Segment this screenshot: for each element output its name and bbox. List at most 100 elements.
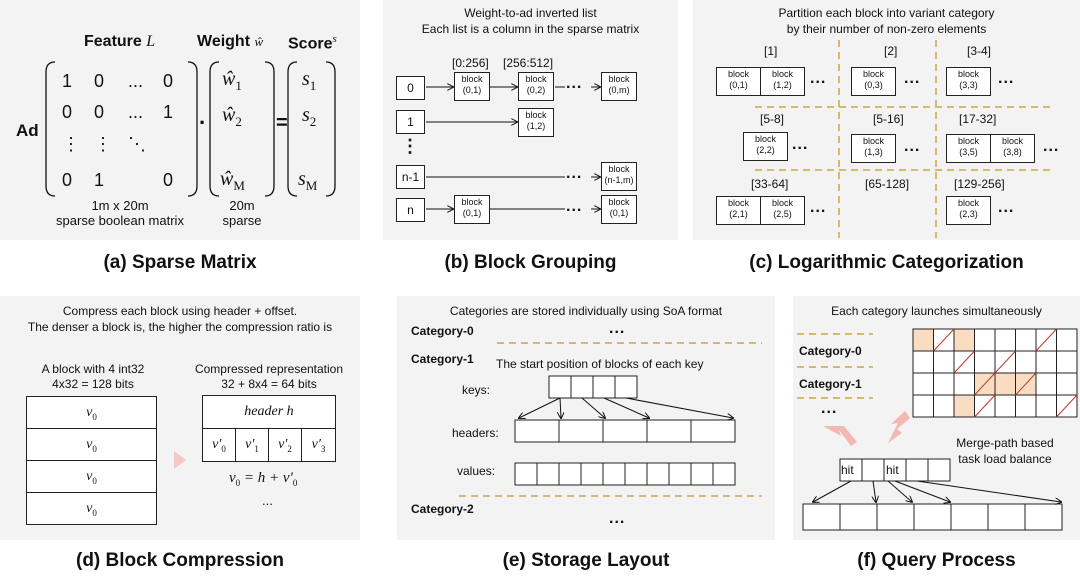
caption-storage-layout: (e) Storage Layout: [502, 550, 670, 571]
offset-cell: v′2: [268, 428, 302, 462]
block: block(0,1): [601, 195, 637, 224]
block: block(3,5): [946, 134, 991, 163]
ellipsis: ...: [566, 75, 583, 92]
hit-marker: hit: [841, 463, 854, 477]
list-row-n: n: [396, 198, 425, 222]
grid-cell: [1035, 350, 1057, 374]
category-1-label: Category-1: [411, 352, 474, 366]
grid-cell: [953, 328, 975, 352]
grid-cell: [1015, 350, 1037, 374]
range-label: [256:512]: [503, 56, 554, 70]
block: block(2,3): [946, 196, 991, 225]
block: block(1,2): [760, 67, 805, 96]
weight-header: Weight ŵ: [197, 33, 264, 50]
list-row-1: 1: [396, 110, 425, 134]
grid-cell: [994, 372, 1016, 396]
grid-cell: [1015, 394, 1037, 418]
ellipsis: ...: [609, 510, 626, 527]
panel-logarithmic-categorization: Partition each block into variant catego…: [693, 0, 1080, 240]
query-diagram: [797, 328, 1078, 531]
ellipsis: ...: [810, 70, 827, 87]
ellipsis: ...: [792, 136, 809, 153]
ellipsis: ...: [1043, 138, 1060, 155]
grid-cell: [1056, 328, 1078, 352]
block: block(0,2): [518, 72, 554, 101]
weight-entry: ŵM: [220, 168, 245, 193]
block: block(0,3): [851, 67, 896, 96]
block: block(0,1): [454, 195, 490, 224]
raw-value-cell: v0: [26, 428, 157, 461]
categorization-title: Partition each block into variant catego…: [778, 6, 995, 36]
grid-cell: [974, 350, 996, 374]
range-label: [0:256]: [452, 56, 489, 70]
panel-storage-layout: Categories are stored individually using…: [397, 296, 775, 540]
offset-cell: v′0: [202, 428, 236, 462]
score-entry: s1: [302, 68, 317, 93]
ellipsis: ...: [609, 320, 626, 337]
grid-cell: [1015, 328, 1037, 352]
launch-arrow-left: [823, 426, 857, 446]
caption-block-grouping: (b) Block Grouping: [444, 252, 617, 273]
grid-cell: [912, 328, 934, 352]
headers-label: headers:: [452, 426, 499, 440]
block: block(0,1): [454, 72, 490, 101]
grouping-arrows: [426, 0, 678, 240]
start-position-note: The start position of blocks of each key: [496, 357, 704, 371]
ellipsis: ...: [821, 400, 838, 417]
keys-label: keys:: [462, 383, 491, 397]
equals-sign: =: [276, 112, 288, 134]
values-label: values:: [457, 464, 496, 478]
panel-query-process: Each category launches simultaneously Ca…: [793, 296, 1080, 540]
category-0-label: Category-0: [799, 344, 862, 358]
grid-cell: [953, 394, 975, 418]
compression-title: Compress each block using header + offse…: [27, 304, 333, 334]
category-label: [2]: [884, 44, 898, 58]
merge-path-segment: [953, 350, 975, 374]
block: block(0,m): [601, 72, 637, 101]
category-label: [33-64]: [751, 177, 789, 191]
list-row-0: 0: [396, 76, 425, 100]
caption-sparse-matrix: (a) Sparse Matrix: [103, 252, 257, 273]
category-grid-dashes: [755, 40, 1055, 238]
grid-cell: [1056, 350, 1078, 374]
offset-cell: v′1: [235, 428, 269, 462]
raw-value-cell: v0: [26, 492, 157, 525]
grid-cell: [1056, 372, 1078, 396]
grid-cell: [994, 328, 1016, 352]
decode-formula: v0 = h + v′0: [229, 470, 298, 488]
category-0-label: Category-0: [411, 324, 474, 338]
grid-cell: [912, 394, 934, 418]
merge-path-segment: [974, 394, 996, 418]
query-title: Each category launches simultaneously: [831, 304, 1042, 318]
block: block(2,1): [716, 196, 761, 225]
grid-cell: [953, 372, 975, 396]
block: block(1,2): [518, 108, 554, 137]
caption-query-process: (f) Query Process: [857, 550, 1016, 571]
block: block(3,3): [946, 67, 991, 96]
block: block(3,8): [990, 134, 1035, 163]
merge-path-segment: [974, 372, 996, 396]
block: block(0,1): [716, 67, 761, 96]
category-label: [1]: [764, 44, 778, 58]
ellipsis: ...: [998, 199, 1015, 216]
merge-path-segment: [1035, 328, 1057, 352]
ellipsis: ...: [566, 198, 583, 215]
score-entry: sM: [298, 168, 318, 193]
ellipsis: ...: [904, 70, 921, 87]
block: block(2,2): [743, 132, 788, 161]
vertical-ellipsis: ⋮: [401, 136, 419, 156]
storage-title: Categories are stored individually using…: [449, 304, 723, 318]
grid-cell: [933, 350, 955, 374]
category-label: [129-256]: [954, 177, 1005, 191]
caption-logarithmic-categorization: (c) Logarithmic Categorization: [749, 252, 1024, 273]
hit-marker: hit: [886, 463, 899, 477]
grid-cell: [974, 328, 996, 352]
category-label: [5-8]: [760, 112, 785, 126]
merge-path-segment: [1056, 394, 1078, 418]
